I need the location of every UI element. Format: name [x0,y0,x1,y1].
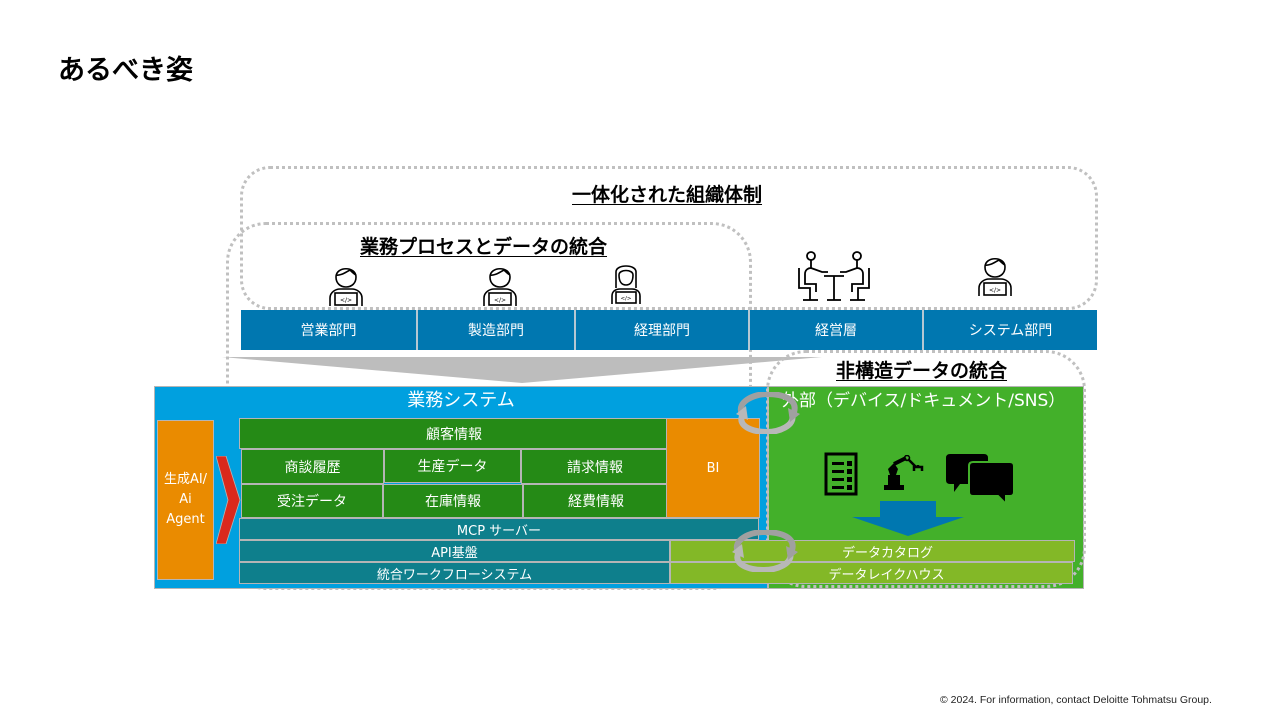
department-label: 経営層 [815,323,857,339]
department-accounting: 経理部門 [576,310,750,350]
document-list-icon [824,452,858,496]
svg-text:</>: </> [340,297,352,304]
department-manufacturing: 製造部門 [418,310,576,350]
bar-label: MCP サーバー [456,523,542,539]
cell-label: 生産データ [417,459,488,475]
department-management: 経営層 [750,310,924,350]
cell-label: 請求情報 [567,459,623,476]
department-sales: 営業部門 [241,310,418,350]
svg-text:</>: </> [989,287,1001,294]
bar-label: データレイクハウス [828,567,945,583]
business-system-title: 業務システム [407,390,515,411]
department-label: 製造部門 [468,323,524,339]
unstructured-heading: 非構造データの統合 [836,360,1008,382]
inventory-info-cell: 在庫情報 [383,484,523,518]
cell-label: 受注データ [277,494,347,510]
page-title: あるべき姿 [58,55,193,86]
robot-arm-icon [884,455,924,490]
bar-label: 統合ワークフローシステム [376,567,533,583]
department-row: 営業部門 製造部門 経理部門 経営層 システム部門 [241,310,1097,350]
department-label: 経理部門 [634,323,690,339]
data-catalog-bar: データカタログ [670,540,1075,562]
woman-laptop-icon: </> [611,265,641,304]
bar-label: API基盤 [431,545,478,561]
customer-info-cell: 顧客情報 [239,418,669,449]
svg-text:</>: </> [620,296,631,302]
mcp-server-bar: MCP サーバー [239,518,759,540]
deal-history-cell: 商談履歴 [241,449,384,484]
svg-text:</>: </> [494,297,506,304]
bi-box: BI [666,418,760,518]
person-laptop-icon: </> [483,267,517,306]
api-platform-bar: API基盤 [239,540,670,562]
ai-agent-label: 生成AI/ Ai Agent [163,472,208,527]
workflow-system-bar: 統合ワークフローシステム [239,562,670,584]
down-arrow-icon [852,501,964,536]
bi-label: BI [706,460,720,476]
cell-label: 経費情報 [568,494,624,510]
sync-arrows-icon [732,530,798,572]
organization-heading: 一体化された組織体制 [572,184,763,206]
sync-arrows-icon [736,392,800,434]
funnel-arrow [222,357,822,383]
person-laptop-icon: </> [978,257,1012,296]
production-data-cell: 生産データ [384,449,521,483]
expense-info-cell: 経費情報 [523,484,669,518]
copyright-footer: © 2024. For information, contact Deloitt… [940,694,1212,706]
department-systems: システム部門 [924,310,1097,350]
unstructured-boundary [766,350,1086,588]
process-data-heading: 業務プロセスとデータの統合 [360,236,608,258]
external-title: 外部（デバイス/ドキュメント/SNS） [782,391,1066,411]
chat-bubbles-icon [946,454,1015,504]
meeting-table-icon [798,251,870,301]
order-data-cell: 受注データ [241,484,383,518]
cell-label: 顧客情報 [426,426,482,443]
department-label: 営業部門 [300,323,357,339]
person-laptop-icon: </> [329,267,363,306]
billing-info-cell: 請求情報 [521,449,669,484]
bar-label: データカタログ [841,545,933,561]
chevron-right-icon [216,456,241,544]
cell-label: 商談履歴 [284,459,341,476]
ai-agent-box: 生成AI/ Ai Agent [157,420,214,580]
cell-label: 在庫情報 [425,494,481,510]
department-label: システム部門 [968,323,1053,339]
